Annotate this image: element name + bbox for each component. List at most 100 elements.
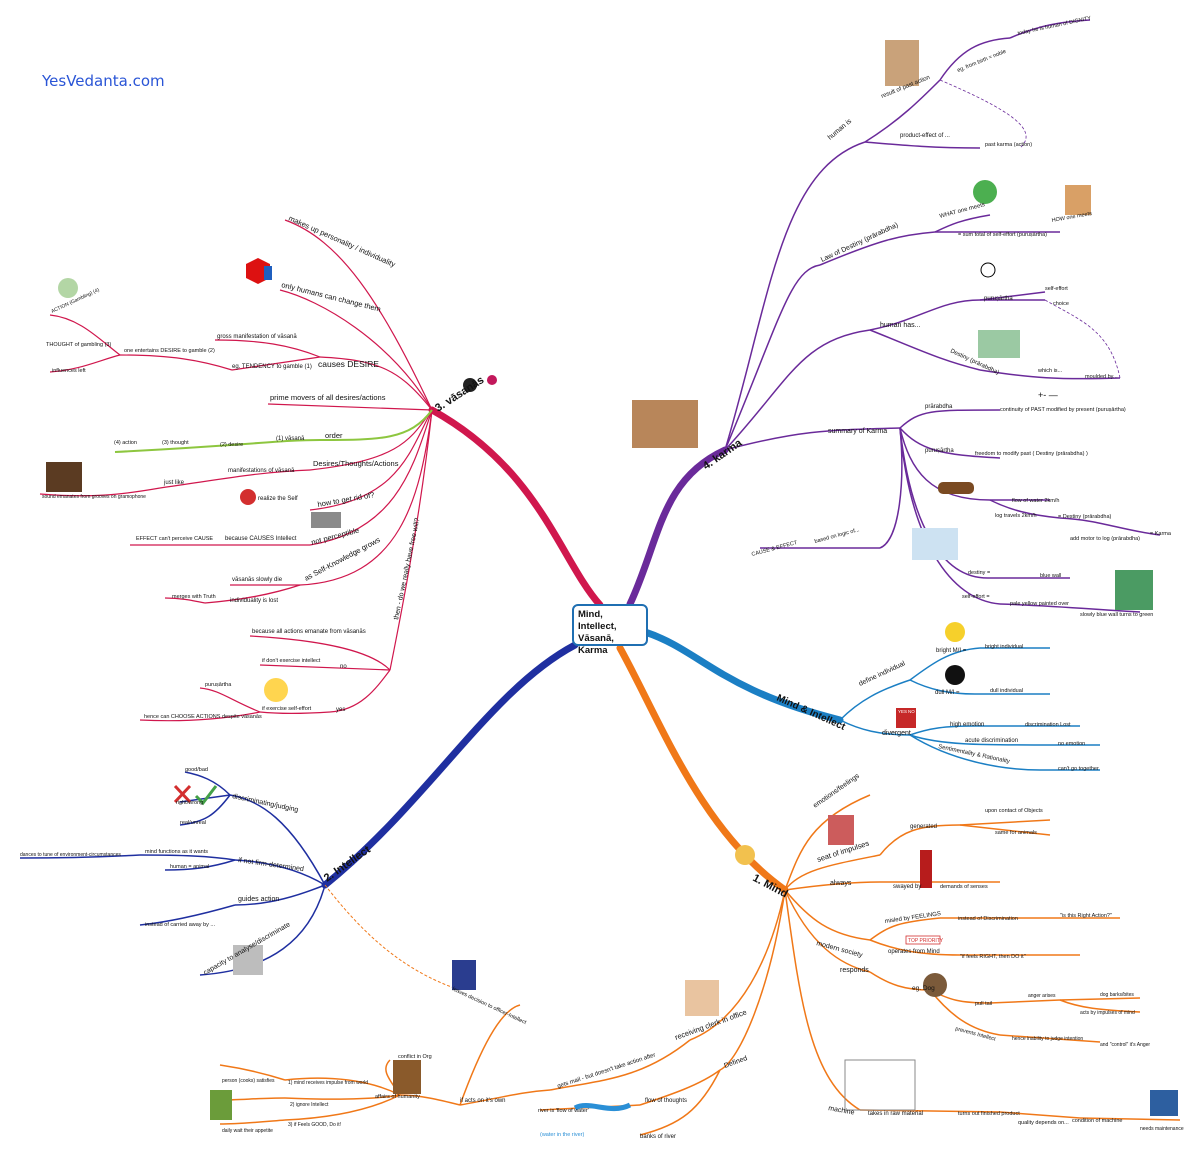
label-summary[interactable]: summary of Karma: [828, 428, 887, 435]
label-mind-functions[interactable]: mind functions as it wants: [145, 849, 208, 855]
label-high-emotion[interactable]: high emotion: [950, 722, 984, 728]
label-eg-tendency[interactable]: eg. TENDENCY to gamble (1): [232, 364, 312, 370]
label-good-bad[interactable]: good/bad: [185, 767, 208, 773]
label-same-animals[interactable]: same for animals: [995, 830, 1037, 836]
label-pull-tail[interactable]: pull tail: [975, 1001, 992, 1007]
label-instead-disc[interactable]: instead of Discrimination: [958, 916, 1018, 922]
label-continuity[interactable]: continuity of PAST modified by present (…: [1000, 407, 1126, 413]
label-manifestations[interactable]: manifestations of vāsanā: [228, 468, 295, 474]
label-thought-gambling[interactable]: THOUGHT of gambling (3): [46, 342, 111, 348]
label-right-wrong[interactable]: right/wrong: [176, 800, 203, 806]
label-sum-total[interactable]: = sum total of self-effort (puruṣārtha): [958, 232, 1047, 238]
label-merges[interactable]: merges with Truth: [172, 594, 216, 600]
label-eq-karma[interactable]: = Karma: [1150, 531, 1172, 537]
label-water-river[interactable]: (water in the river): [540, 1132, 584, 1138]
label-if-acts[interactable]: if acts on it's own: [460, 1098, 506, 1104]
label-river-is[interactable]: river is 'flow of water': [538, 1108, 589, 1114]
label-instead[interactable]: instead of carried away by ...: [145, 922, 215, 928]
label-conflict[interactable]: conflict in Org: [398, 1054, 432, 1060]
label-moulded-by[interactable]: moulded by...: [1085, 374, 1118, 380]
label-machine[interactable]: machine: [828, 1105, 855, 1117]
label-order-action[interactable]: (4) action: [114, 440, 137, 446]
label-responds[interactable]: responds: [840, 967, 869, 974]
label-discriminating[interactable]: discriminating/judging: [232, 793, 299, 814]
label-defined[interactable]: Defined: [723, 1055, 748, 1070]
label-add-motor[interactable]: add motor to log (prārabdha): [1070, 536, 1140, 542]
label-condition[interactable]: condition of machine: [1072, 1118, 1122, 1124]
label-bright-ind[interactable]: bright individual: [985, 644, 1023, 650]
label-upon-contact[interactable]: upon contact of Objects: [985, 808, 1043, 814]
label-takes-in[interactable]: takes in raw material: [868, 1111, 923, 1117]
label-past-karma[interactable]: past karma (action): [985, 142, 1032, 148]
label-flow-thoughts[interactable]: flow of thoughts: [645, 1098, 687, 1104]
label-purushartha-karma[interactable]: puruṣārtha: [984, 296, 1013, 302]
label-human-has[interactable]: human has...: [880, 322, 921, 329]
branch-title-karma[interactable]: 4. karma: [701, 437, 745, 473]
label-is-right[interactable]: "is this Right Action?": [1060, 913, 1112, 919]
label-generated[interactable]: generated: [910, 824, 937, 830]
label-sound[interactable]: sound emanates from grooves on gramophon…: [42, 494, 146, 500]
label-human-is[interactable]: human is: [827, 118, 854, 142]
label-desires-thoughts[interactable]: Desires/Thoughts/Actions: [313, 459, 399, 468]
label-self-effort[interactable]: self-effort: [1045, 286, 1068, 292]
label-cant-go[interactable]: can't go together: [1058, 766, 1099, 772]
label-purushartha-summary[interactable]: puruṣārtha: [925, 448, 954, 454]
label-eg-dog[interactable]: eg. Dog: [912, 985, 935, 992]
label-self-effort-is[interactable]: self-effort =: [962, 594, 990, 600]
label-which-is[interactable]: which is...: [1037, 368, 1063, 374]
label-misled[interactable]: misled by FEELINGS: [884, 911, 941, 925]
label-real-unreal[interactable]: real/unreal: [180, 820, 206, 826]
label-ignore[interactable]: 2) ignore Intellect: [290, 1102, 329, 1108]
label-effect-cant[interactable]: EFFECT can't perceive CAUSE: [136, 536, 213, 542]
label-realize[interactable]: realize the Self: [258, 496, 298, 502]
label-order-thought[interactable]: (3) thought: [162, 440, 189, 446]
branch-title-mind-intellect[interactable]: Mind & Intellect: [775, 693, 848, 733]
label-no-emotion[interactable]: no emotion: [1058, 741, 1085, 747]
label-just-like[interactable]: just like: [163, 480, 185, 486]
label-turns-out[interactable]: turns out finished product: [958, 1111, 1020, 1117]
label-if-feels[interactable]: 3) if Feels GOOD, Do it!: [288, 1122, 341, 1128]
label-purushartha-vasanas[interactable]: puruṣārtha: [205, 682, 232, 688]
label-if-dont[interactable]: if don't exercise intellect: [262, 658, 321, 664]
label-needs[interactable]: needs maintenance: [1140, 1126, 1184, 1132]
label-if-exercise[interactable]: if exercise self-effort: [262, 706, 312, 712]
label-freedom[interactable]: freedom to modify past ( Destiny (prārab…: [975, 451, 1088, 457]
label-swayed[interactable]: swayed by: [893, 884, 921, 890]
label-quality[interactable]: quality depends on...: [1018, 1120, 1069, 1126]
label-slowly-blue[interactable]: slowly blue wall turns to green: [1080, 612, 1153, 618]
label-gets-mail[interactable]: gets mail - but doesn't take action afte…: [557, 1052, 657, 1089]
label-guides[interactable]: guides action: [238, 896, 279, 903]
label-banks[interactable]: banks of river: [640, 1134, 676, 1140]
label-always[interactable]: always: [830, 880, 852, 887]
label-acts-by[interactable]: acts by impulses of mind: [1080, 1010, 1135, 1016]
label-log-travels[interactable]: log travels 2km/h: [995, 513, 1037, 519]
label-discrimination-lost[interactable]: discrimination Lost: [1025, 722, 1071, 728]
label-daily[interactable]: daily wait their appetite: [222, 1128, 273, 1134]
label-dances[interactable]: dances to tune of environment-circumstan…: [20, 852, 121, 858]
label-mind-receives[interactable]: 1) mind receives impulse from world: [288, 1080, 368, 1086]
label-gross[interactable]: gross manifestation of vāsanā: [217, 334, 297, 340]
label-human-animal[interactable]: human = animal: [170, 864, 209, 870]
label-and-control[interactable]: and "control" it's Anger: [1100, 1042, 1150, 1048]
label-destiny-eq[interactable]: = Destiny (prārabdha): [1058, 514, 1112, 520]
label-individuality-lost[interactable]: individuality is lost: [230, 598, 278, 604]
label-order-desire[interactable]: (2) desire: [220, 442, 243, 448]
label-based-on[interactable]: based on logic of...: [814, 527, 861, 545]
label-not-perceptible[interactable]: not perceptible: [310, 526, 360, 547]
label-destiny-is[interactable]: destiny =: [968, 570, 990, 576]
label-blue-wall[interactable]: blue wall: [1040, 573, 1061, 579]
label-how-to-get-rid[interactable]: how to get rid of?: [317, 490, 375, 509]
label-plus-minus[interactable]: +- —: [1038, 390, 1058, 400]
label-acute[interactable]: acute discrimination: [965, 738, 1018, 744]
label-because-causes[interactable]: because CAUSES Intellect: [225, 536, 297, 542]
label-demands[interactable]: demands of senses: [940, 884, 988, 890]
label-dog-barks[interactable]: dog barks/bites: [1100, 992, 1134, 998]
label-flow-water[interactable]: flow of water 2km/h: [1012, 498, 1059, 504]
label-today[interactable]: today he is human of DIGNITY: [1017, 15, 1092, 37]
branch-title-vasanas[interactable]: 3. vāsanās: [433, 374, 486, 414]
label-pale-yellow[interactable]: pale yellow painted over: [1010, 601, 1069, 607]
label-law-destiny[interactable]: Law of Destiny (prārabdha): [820, 222, 899, 264]
label-vasanas-die[interactable]: vāsanās slowly die: [232, 577, 283, 583]
label-choice[interactable]: choice: [1053, 301, 1069, 307]
label-prime-movers[interactable]: prime movers of all desires/actions: [270, 393, 386, 402]
